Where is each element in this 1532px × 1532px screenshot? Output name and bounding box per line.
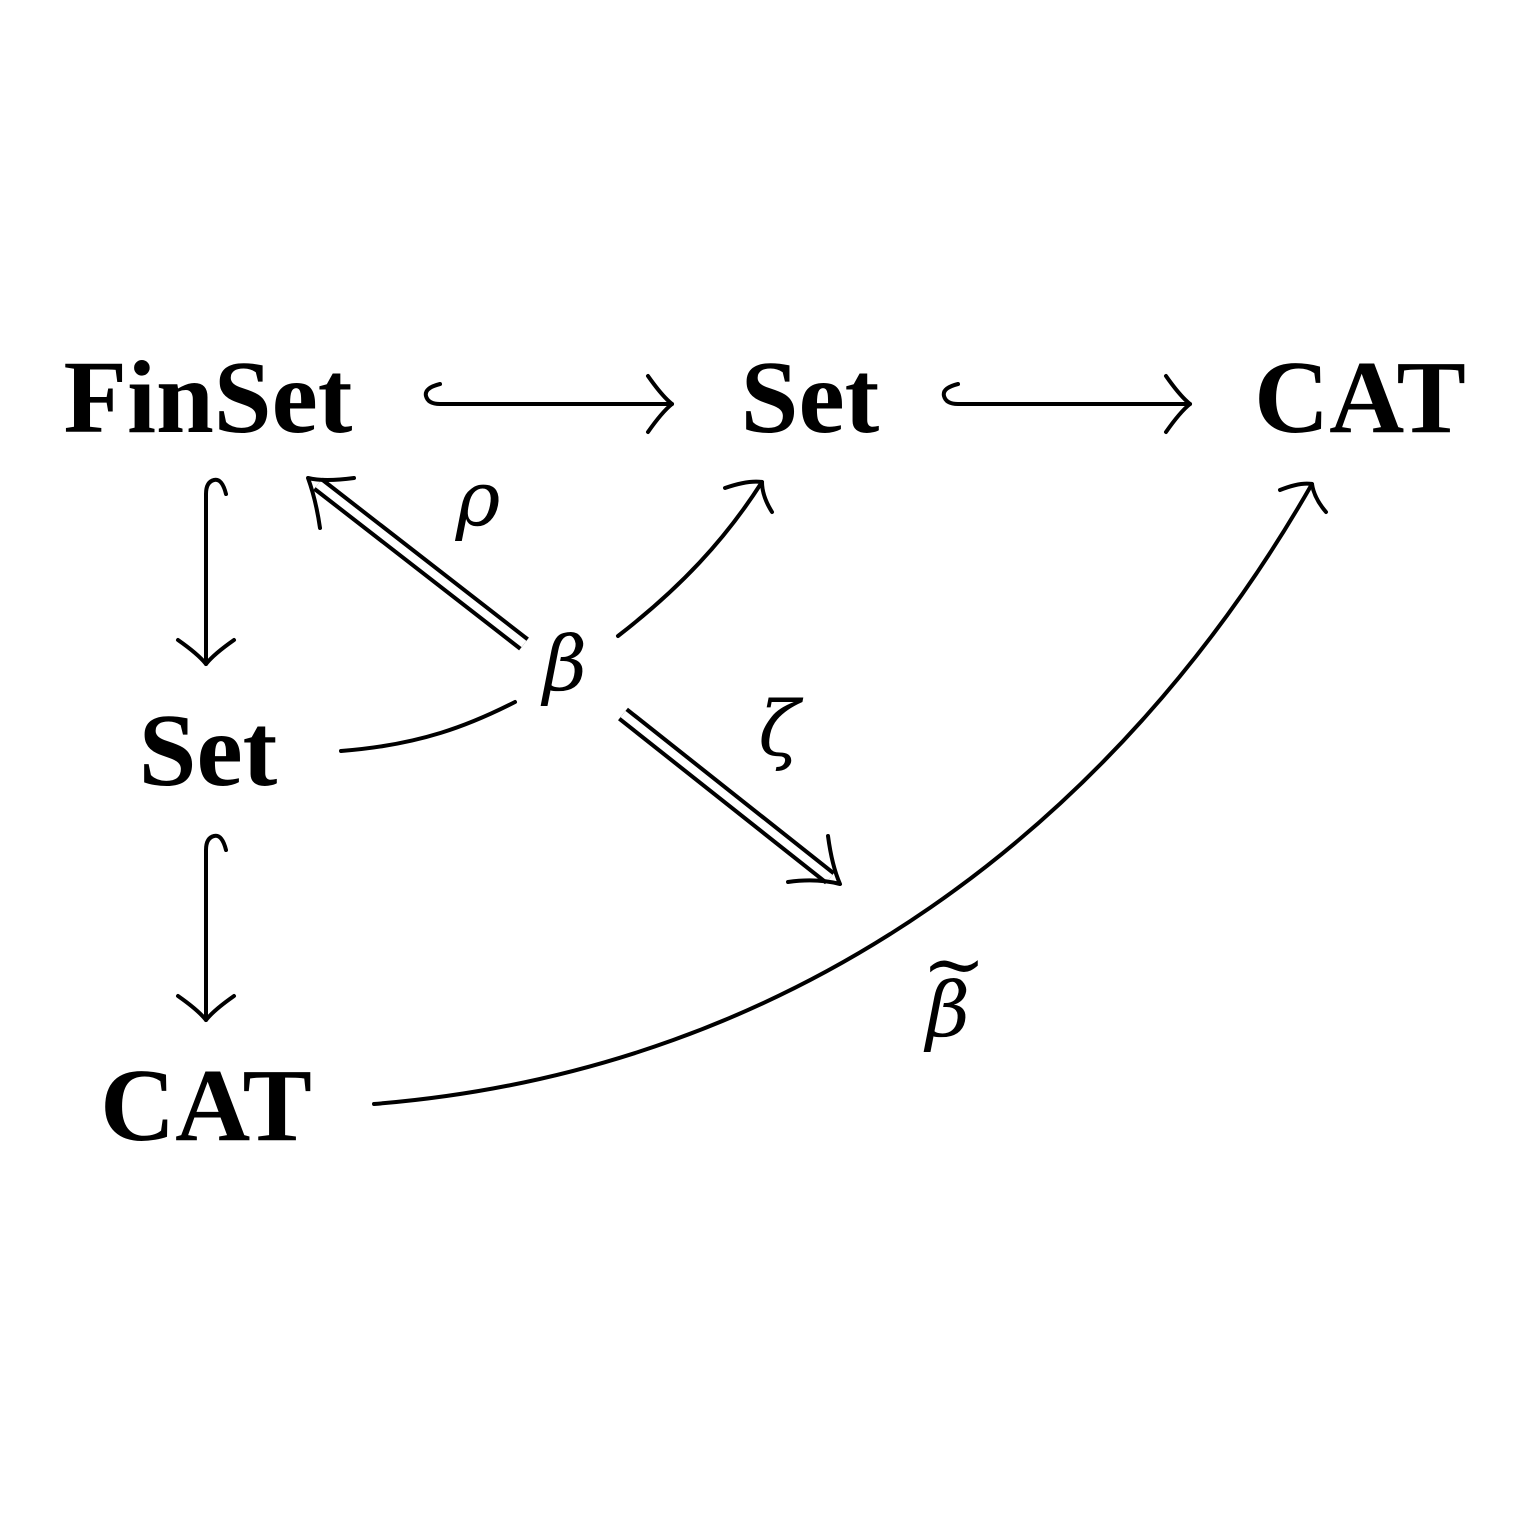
node-finset: FinSet <box>64 340 353 455</box>
arrow-set-to-cat-left <box>176 833 236 1022</box>
node-cat-bottom: CAT <box>100 1048 312 1163</box>
double-arrow-zeta <box>618 707 842 886</box>
node-cat-top: CAT <box>1254 340 1466 455</box>
node-set-left: Set <box>139 693 278 808</box>
arrow-set-left-to-set-top <box>339 479 774 753</box>
double-arrow-rho <box>306 476 529 651</box>
label-zeta: ζ <box>758 684 803 773</box>
arrow-finset-to-set <box>423 374 674 434</box>
node-set-top: Set <box>741 340 880 455</box>
label-rho: ρ <box>455 454 501 543</box>
label-beta: β <box>540 619 587 708</box>
arrow-cat-bottom-to-cat-top <box>372 481 1328 1106</box>
label-beta-tilde-tilde: ~ <box>922 919 986 1008</box>
arrow-finset-to-set-left <box>176 477 236 666</box>
arrow-set-to-cat <box>941 374 1192 434</box>
label-beta-tilde: β <box>923 965 970 1054</box>
